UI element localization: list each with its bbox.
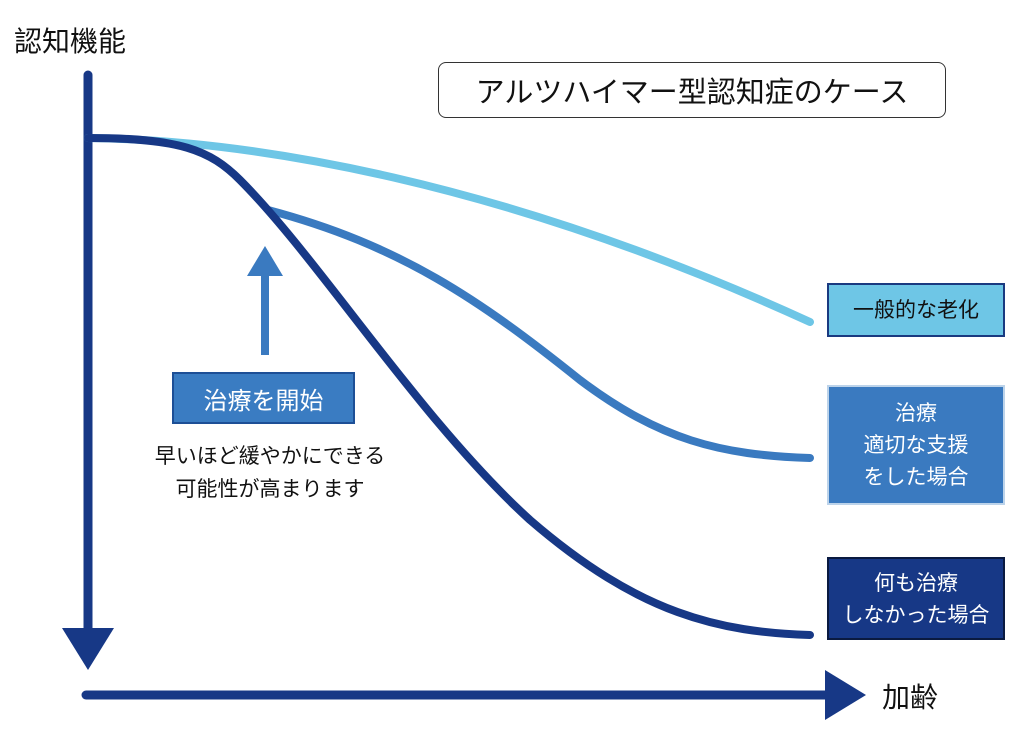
note-text: 早いほど緩やかにできる 可能性が高まります: [100, 440, 440, 506]
diagram-title: アルツハイマー型認知症のケース: [438, 62, 946, 118]
curve-treated: [264, 206, 814, 462]
legend-untreated: 何も治療 しなかった場合: [827, 557, 1005, 640]
note-line: 可能性が高まります: [175, 477, 365, 501]
legend-line: 適切な支援: [863, 433, 969, 457]
legend-line: しなかった場合: [842, 602, 990, 627]
legend-line: 治療: [895, 401, 937, 425]
legend-line: 一般的な老化: [853, 298, 979, 322]
note-line: 早いほど緩やかにできる: [154, 444, 386, 468]
legend-normal-aging: 一般的な老化: [827, 283, 1005, 337]
treatment-arrow-head: [247, 246, 283, 276]
y-axis-label: 認知機能: [14, 25, 127, 58]
treatment-start-label: 治療を開始: [172, 372, 355, 424]
curve-untreated: [84, 134, 814, 639]
legend-line: をした場合: [863, 465, 969, 489]
x-axis-arrowhead: [825, 670, 866, 720]
legend-treated: 治療 適切な支援 をした場合: [827, 385, 1005, 505]
curve-normal-aging: [84, 134, 814, 326]
x-axis-label: 加齢: [882, 681, 939, 714]
legend-line: 何も治療: [874, 570, 958, 595]
treatment-start-text: 治療を開始: [203, 386, 324, 415]
title-text: アルツハイマー型認知症のケース: [475, 75, 909, 109]
y-axis-arrowhead: [62, 628, 114, 670]
